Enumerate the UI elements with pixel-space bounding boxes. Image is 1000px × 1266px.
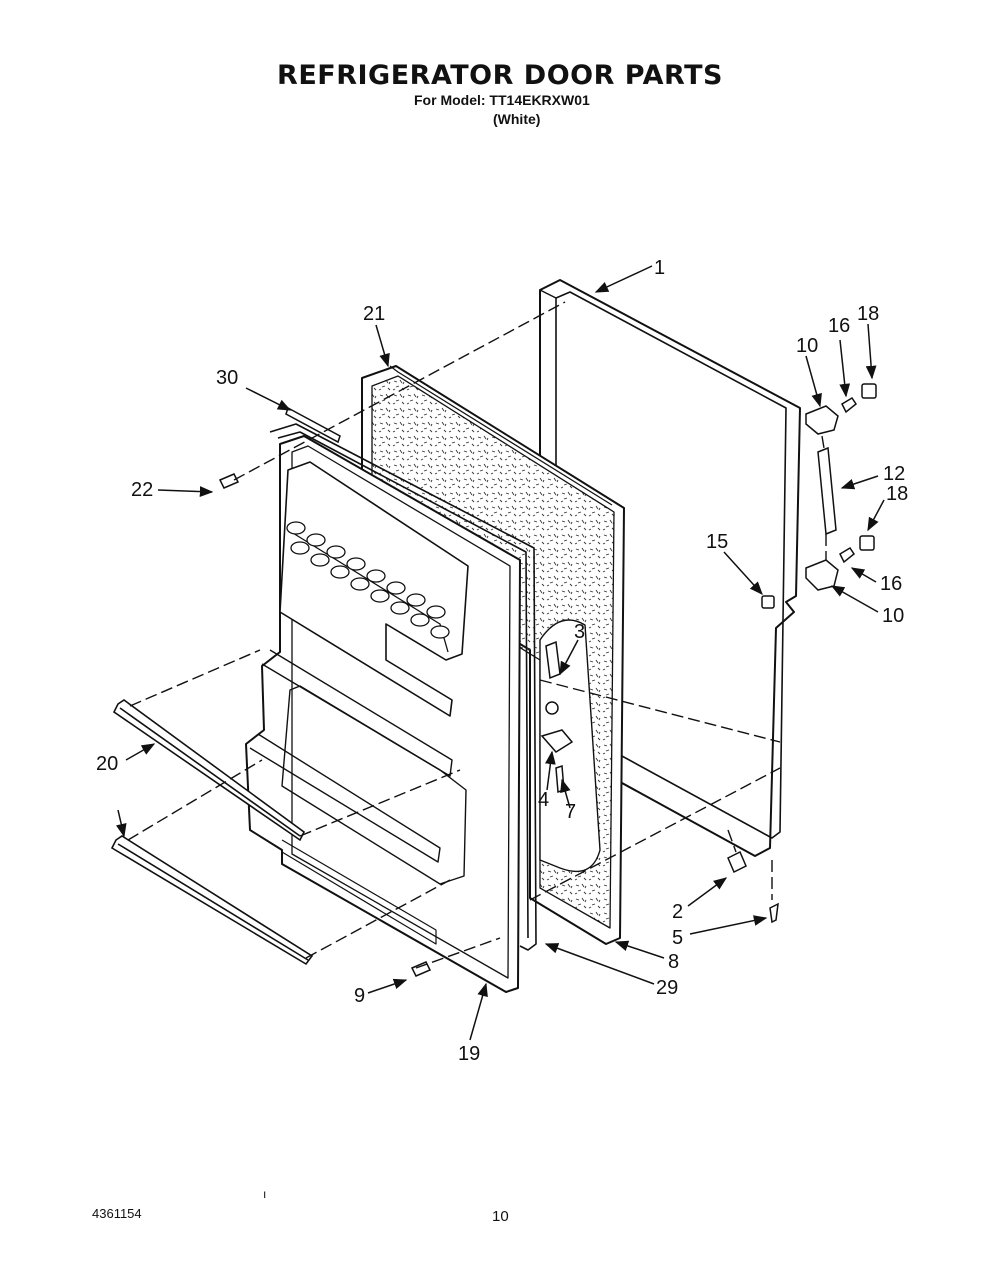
callout-20: 20 — [96, 753, 118, 775]
hinge-parts — [218, 383, 877, 977]
callout-5: 5 — [672, 927, 683, 949]
callout-3: 3 — [574, 621, 585, 643]
callout-8: 8 — [668, 951, 679, 973]
callout-29: 29 — [656, 977, 678, 999]
stray-mark: ı — [263, 1187, 267, 1201]
callout-10-upper: 10 — [796, 335, 818, 357]
callout-30: 30 — [216, 367, 238, 389]
callout-9: 9 — [354, 985, 365, 1007]
assembly-lines — [127, 301, 827, 969]
callout-22: 22 — [131, 479, 153, 501]
page-number: 10 — [492, 1208, 509, 1225]
callout-2: 2 — [672, 901, 683, 923]
callout-18-upper: 18 — [857, 303, 879, 325]
callout-labels: 1 21 30 22 10 16 18 12 18 15 16 10 3 4 7… — [96, 257, 908, 1065]
callout-21: 21 — [363, 303, 385, 325]
callout-7: 7 — [565, 801, 576, 823]
callout-10-lower: 10 — [882, 605, 904, 627]
page-title: REFRIGERATOR DOOR PARTS — [277, 60, 723, 91]
shelf-retainer-bars — [110, 699, 314, 966]
callout-12: 12 — [883, 463, 905, 485]
callout-19: 19 — [458, 1043, 480, 1065]
inner-door-liner — [245, 435, 521, 993]
leader-arrows — [116, 265, 885, 1041]
callout-16-lower: 16 — [880, 573, 902, 595]
variant-label: (White) — [493, 111, 541, 127]
callout-4: 4 — [538, 789, 549, 811]
egg-cup-row — [286, 521, 450, 639]
callout-15: 15 — [706, 531, 728, 553]
door-gasket — [269, 423, 537, 951]
callout-16-upper: 16 — [828, 315, 850, 337]
model-line: For Model: TT14EKRXW01 — [414, 92, 590, 108]
callout-18-lower: 18 — [886, 483, 908, 505]
document-number: 4361154 — [92, 1206, 142, 1221]
callout-1: 1 — [654, 257, 665, 279]
